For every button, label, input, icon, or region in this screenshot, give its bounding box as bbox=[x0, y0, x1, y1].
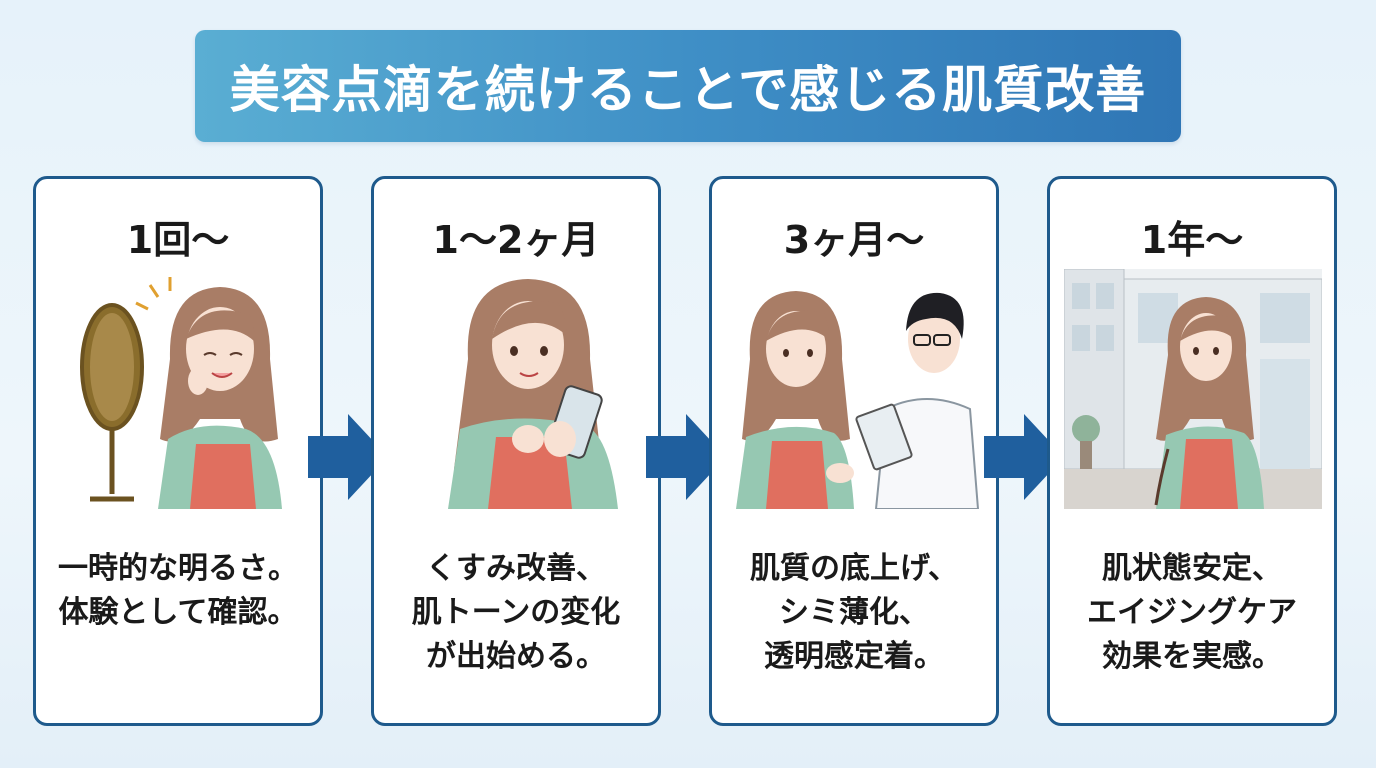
woman-and-doctor-illustration bbox=[736, 291, 980, 509]
woman-with-phone-illustration bbox=[448, 279, 618, 509]
title-banner: 美容点滴を続けることで感じる肌質改善 bbox=[195, 30, 1181, 142]
stage-period: 1回〜 bbox=[126, 218, 230, 262]
stage-period: 1〜2ヶ月 bbox=[432, 218, 600, 262]
stage-card-1: 1回〜 一時的な明るさ。 体験として確認。 bbox=[33, 176, 323, 726]
stage-card-2: 1〜2ヶ月 くすみ改善、 肌トーンの変化 が出始める。 bbox=[371, 176, 661, 726]
woman-in-city-illustration bbox=[1064, 269, 1322, 509]
stage-period: 3ヶ月〜 bbox=[783, 218, 925, 262]
stage-card-3: 3ヶ月〜 肌質の底上げ、 シミ薄化、 透明感定着。 bbox=[709, 176, 999, 726]
woman-with-mirror-illustration bbox=[80, 277, 282, 509]
stage-description: 肌質の底上げ、 シミ薄化、 透明感定着。 bbox=[750, 551, 958, 674]
stage-description: 肌状態安定、 エイジングケア 効果を実感。 bbox=[1087, 551, 1297, 674]
arrow-right-icon bbox=[308, 414, 388, 500]
arrow-right-icon bbox=[984, 414, 1064, 500]
stage-card-4: 1年〜 肌状態安定、 エイジングケア 効果を実感。 bbox=[1047, 176, 1337, 726]
arrow-right-icon bbox=[646, 414, 726, 500]
stage-description: くすみ改善、 肌トーンの変化 が出始める。 bbox=[411, 551, 621, 674]
stage-description: 一時的な明るさ。 体験として確認。 bbox=[58, 551, 298, 630]
stage-period: 1年〜 bbox=[1140, 218, 1244, 262]
page-title: 美容点滴を続けることで感じる肌質改善 bbox=[229, 61, 1147, 119]
